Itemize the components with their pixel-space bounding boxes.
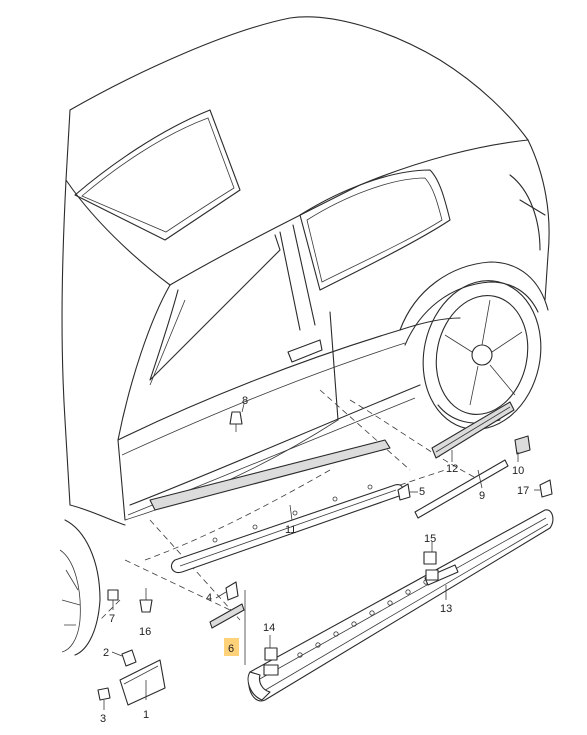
fastener-2 [111,649,137,667]
callout-17[interactable]: 17 [517,485,529,497]
callouts: 1 2 3 4 5 6 7 8 9 10 11 12 13 14 15 16 1… [100,395,529,725]
part-12-rear-trim [431,401,515,459]
callout-11[interactable]: 11 [285,524,296,536]
callout-7[interactable]: 7 [109,613,115,625]
car-body-outline [59,16,550,656]
callout-15[interactable]: 15 [424,533,436,545]
callout-10[interactable]: 10 [512,465,524,477]
part-9-strip [414,459,509,519]
fastener-15 [423,551,439,581]
callout-12[interactable]: 12 [446,463,458,475]
fastener-4 [225,581,239,601]
callout-16[interactable]: 16 [139,626,151,638]
callout-2[interactable]: 2 [103,647,109,659]
part-11-door-trim [149,439,405,574]
callout-14[interactable]: 14 [263,622,275,634]
callout-4[interactable]: 4 [206,592,212,604]
callout-6[interactable]: 6 [228,643,234,655]
part-6-strip [209,603,245,629]
callout-1[interactable]: 1 [143,709,149,721]
part-10-pad [514,435,531,455]
callout-6-highlight [224,638,239,656]
callout-5[interactable]: 5 [419,486,425,498]
fastener-8 [229,411,243,432]
part-1-front-trim [119,659,166,706]
part-13-sill-panel [244,509,554,702]
callout-13[interactable]: 13 [440,603,452,615]
leader-lines [145,403,540,700]
fastener-3 [97,687,111,710]
callout-3[interactable]: 3 [100,713,106,725]
callout-9[interactable]: 9 [479,490,485,502]
fastener-17 [539,479,553,498]
fastener-16 [139,588,153,613]
fastener-5 [397,483,411,501]
callout-8[interactable]: 8 [242,395,248,407]
fastener-7 [107,589,119,610]
fastener-14 [263,647,279,676]
